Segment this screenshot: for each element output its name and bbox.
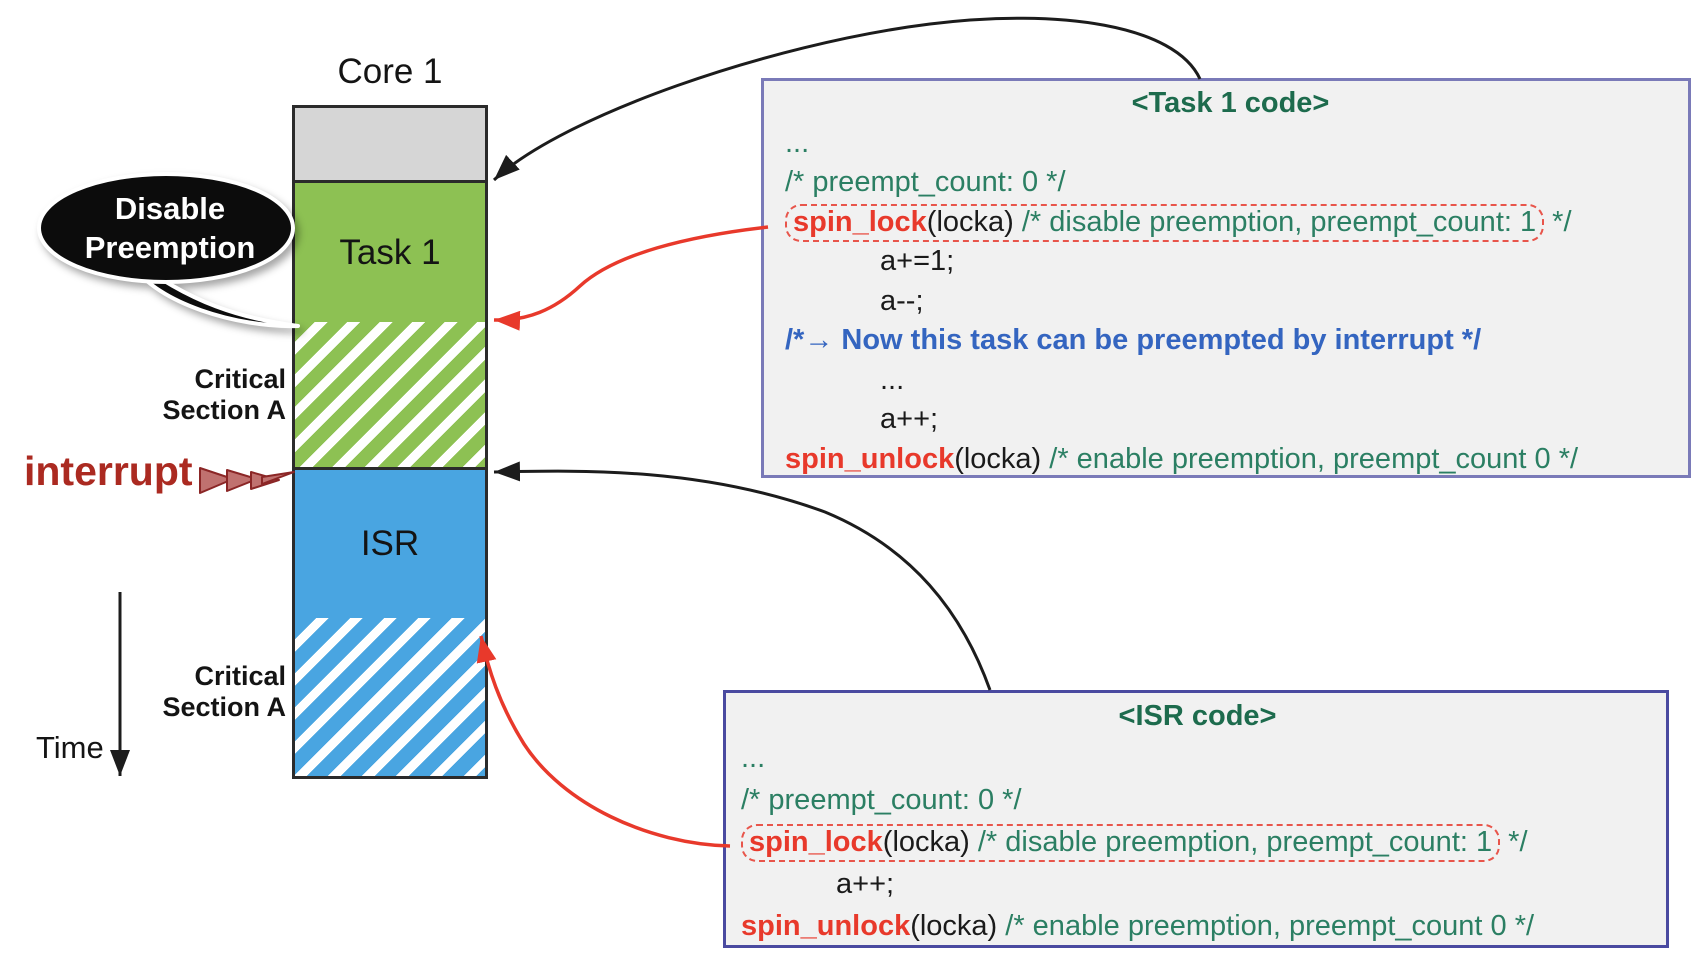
code-line: ...: [785, 124, 1676, 164]
isr-code-box: <ISR code>... /* preempt_count: 0 */ spin_…: [723, 690, 1669, 948]
code-token: ...: [785, 126, 810, 159]
code-token: (locka): [954, 442, 1050, 475]
task1-code-box: <Task 1 code>... /* preempt_count: 0 */ sp…: [761, 78, 1691, 478]
code-token: ...: [880, 363, 905, 396]
code-token: /* enable preemption, preempt_count 0 */: [1049, 442, 1579, 475]
code-line: spin_lock(locka) /* disable preemption, …: [741, 821, 1654, 863]
code-token: */: [1544, 205, 1572, 238]
code-token: /* preempt_count: 0 */: [741, 784, 1022, 816]
critical-section-a-label-bottom-line2: Section A: [162, 692, 286, 722]
code-line: spin_lock(locka) /* disable preemption, …: [785, 203, 1676, 243]
code-token: /* disable preemption, preempt_count: 1: [977, 826, 1493, 858]
arrow-task-spinlock-to-critical-a: [493, 225, 769, 331]
code-token: (locka): [882, 826, 978, 858]
critical-section-a-label-top-line2: Section A: [162, 395, 286, 425]
code-line: ...: [741, 737, 1654, 779]
critical-section-a-task-segment: [295, 322, 485, 470]
execution-timeline-bar: Task 1 ISR: [292, 105, 488, 779]
critical-section-a-label-top-line1: Critical: [194, 364, 286, 394]
code-token: /* disable preemption, preempt_count: 1: [1021, 205, 1537, 238]
bubble-tail: [126, 254, 300, 329]
code-line: /*→ Now this task can be preempted by in…: [785, 321, 1676, 361]
code-token: /*→ Now this task can be preempted by in…: [785, 324, 1482, 356]
critical-section-a-isr-segment: [295, 618, 485, 776]
code-line: a+=1;: [880, 242, 1676, 282]
interrupt-label: interrupt: [24, 448, 193, 494]
isr-segment: ISR: [295, 470, 485, 618]
code-token: spin_lock: [793, 205, 927, 238]
code-token: (locka): [910, 910, 1006, 942]
code-token: a--;: [880, 284, 924, 317]
code-token: ...: [741, 742, 766, 774]
code-line: spin_unlock(locka) /* enable preemption,…: [785, 440, 1676, 480]
bubble-line2: Preemption: [85, 230, 256, 265]
idle-segment: [295, 108, 485, 183]
spinlock-highlight-dashed-box: spin_lock(locka) /* disable preemption, …: [741, 824, 1501, 862]
code-token: a+=1;: [880, 245, 955, 277]
isr-label: ISR: [360, 524, 420, 563]
code-token: spin_lock: [749, 826, 883, 858]
disable-preemption-bubble: Disable Preemption: [37, 172, 300, 329]
code-box-title: <ISR code>: [1118, 700, 1277, 732]
code-line: a++;: [836, 863, 1654, 905]
code-token: spin_unlock: [741, 910, 911, 942]
critical-section-a-label-bottom-line1: Critical: [194, 661, 286, 691]
code-line: a++;: [880, 400, 1676, 440]
code-token: spin_unlock: [785, 442, 955, 475]
code-token: a++;: [836, 868, 895, 900]
code-token: */: [1500, 826, 1528, 858]
code-line: spin_unlock(locka) /* enable preemption,…: [741, 905, 1654, 947]
code-line: ...: [880, 361, 1676, 401]
spinlock-highlight-dashed-box: spin_lock(locka) /* disable preemption, …: [785, 203, 1545, 242]
code-line: a--;: [880, 282, 1676, 322]
critical-section-a-label-top: Critical Section A: [104, 364, 286, 426]
code-line: /* preempt_count: 0 */: [785, 163, 1676, 203]
bubble-line1: Disable: [115, 191, 225, 226]
code-token: a++;: [880, 403, 939, 435]
code-token: /* preempt_count: 0 */: [785, 166, 1066, 198]
core-1-label: Core 1: [337, 52, 443, 91]
code-box-title: <Task 1 code>: [1131, 87, 1330, 119]
code-token: (locka): [926, 205, 1022, 238]
time-label: Time: [36, 730, 104, 765]
task1-segment: Task 1: [295, 183, 485, 322]
task1-label: Task 1: [339, 232, 441, 272]
arrow-isr-spinlock-to-critical-a: [476, 635, 731, 848]
code-token: /* enable preemption, preempt_count 0 */: [1005, 910, 1535, 942]
critical-section-a-label-bottom: Critical Section A: [104, 661, 286, 723]
arrow-isr-code-to-isr-start: [493, 461, 992, 691]
bubble-ellipse: [37, 172, 295, 284]
code-line: /* preempt_count: 0 */: [741, 779, 1654, 821]
interrupt-arrow-icon: [199, 467, 295, 494]
